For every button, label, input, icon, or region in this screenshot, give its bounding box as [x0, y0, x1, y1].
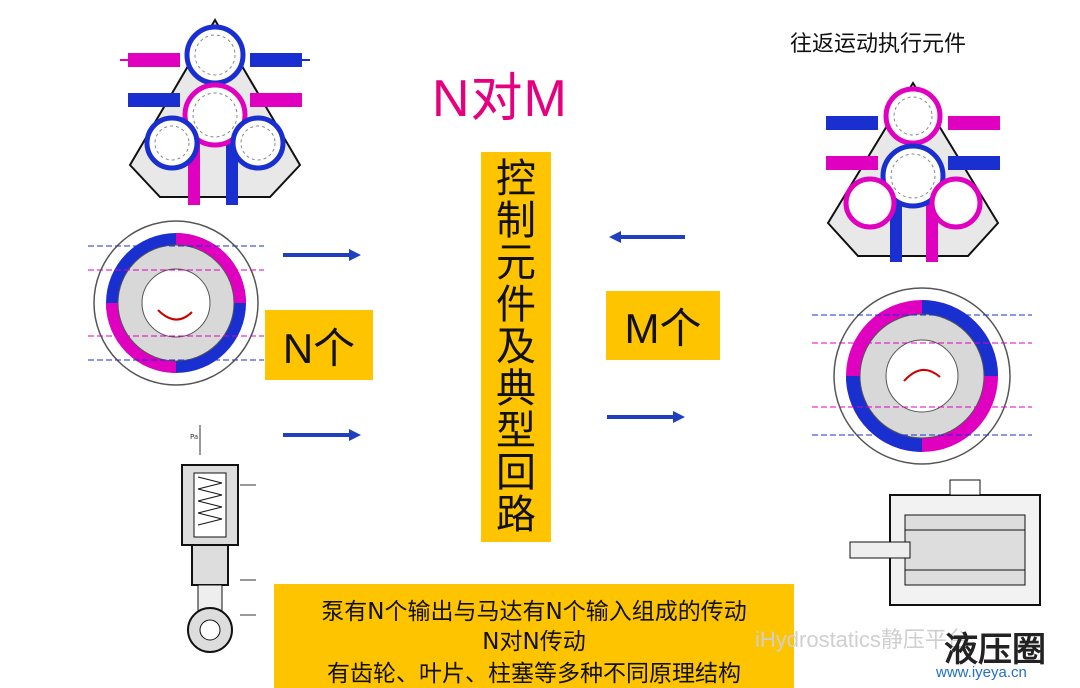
right-arrow-icon: [283, 249, 361, 261]
gear-motor-diagram-right: [826, 81, 1000, 262]
control-element-box: 控制元件及典型回路: [481, 152, 551, 542]
logo-text: 液压圈: [944, 630, 1046, 670]
right-arrow-icon: [607, 411, 685, 423]
piston-pump-section-diagram: [849, 479, 1041, 606]
plunger-valve-diagram: Pa: [181, 425, 256, 653]
m-count-box: M个: [606, 291, 720, 360]
vane-pump-diagram-left: [88, 220, 264, 386]
n-count-box: N个: [265, 310, 373, 380]
vane-motor-diagram-right: [812, 287, 1032, 465]
m-count-label: M个: [624, 305, 702, 352]
page-title: N对M: [432, 70, 568, 128]
n-count-label: N个: [282, 324, 356, 372]
description-line-1: 泵有N个输出与马达有N个输入组成的传动: [321, 599, 747, 625]
control-element-label: 控制元件及典型回路: [496, 156, 536, 538]
description-box: 泵有N个输出与马达有N个输入组成的传动 N对N传动 有齿轮、叶片、柱塞等多种不同…: [274, 584, 794, 688]
gear-pump-diagram-left: [120, 18, 310, 205]
description-line-2: N对N传动: [482, 629, 586, 655]
right-arrow-icon: [283, 429, 361, 441]
svg-text:Pa: Pa: [190, 433, 198, 441]
description-line-3: 有齿轮、叶片、柱塞等多种不同原理结构: [327, 661, 741, 687]
left-arrow-icon: [609, 231, 685, 243]
site-url: www.iyeya.cn: [936, 664, 1027, 681]
actuator-label: 往返运动执行元件: [790, 32, 967, 57]
watermark-text: iHydrostatics静压平台: [755, 627, 969, 652]
logo: 液压圈: [944, 626, 1074, 670]
